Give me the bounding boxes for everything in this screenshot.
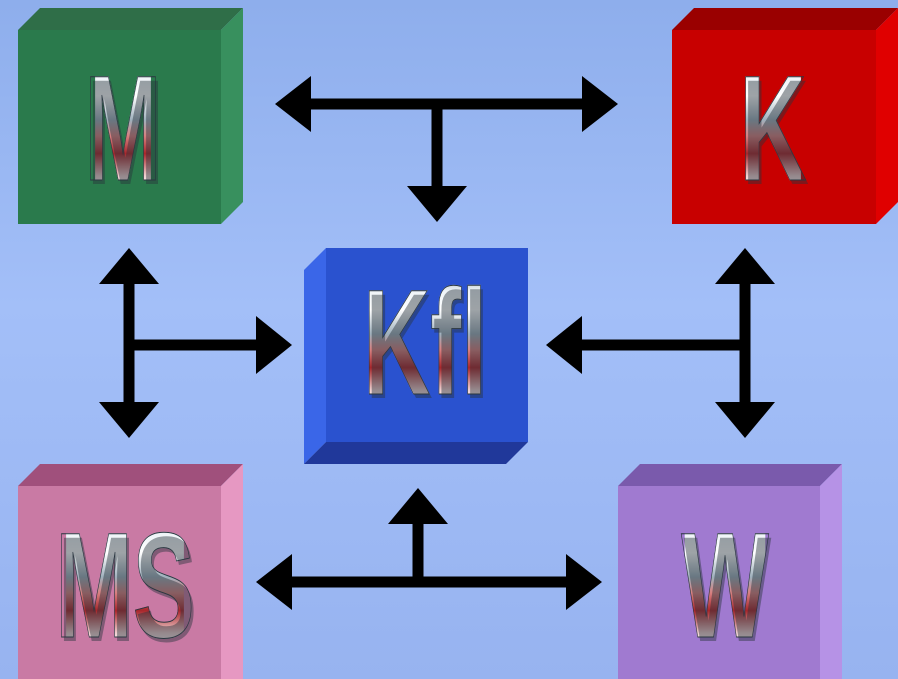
arrowhead-left-to-kfl	[256, 316, 292, 374]
arrowhead-to-k-right	[715, 248, 775, 284]
arrowhead-to-ms	[99, 402, 159, 438]
arrowhead-bottom-to-kfl	[388, 488, 448, 524]
node-box-m	[18, 8, 243, 224]
arrowhead-to-ms-bottom	[256, 554, 292, 610]
node-kfl-front	[326, 248, 528, 442]
node-w-front	[618, 486, 820, 679]
arrowhead-to-w-bottom	[566, 554, 602, 610]
node-box-w	[618, 464, 842, 679]
arrowhead-to-w	[715, 402, 775, 438]
connector-bottom	[256, 488, 602, 610]
node-label-k: K	[739, 44, 807, 212]
node-k-front	[672, 30, 876, 224]
arrowhead-right-to-kfl	[546, 316, 582, 374]
arrowhead-top-to-kfl	[407, 186, 467, 222]
node-m-top	[18, 8, 243, 30]
node-ms-front	[18, 486, 221, 679]
node-kfl-side	[304, 248, 326, 464]
node-w-side	[820, 464, 842, 679]
node-label-w: W	[681, 501, 769, 669]
node-ms-top	[18, 464, 243, 486]
node-m-side	[221, 8, 243, 224]
arrowhead-to-k	[582, 76, 618, 132]
node-m-front	[18, 30, 221, 224]
node-ms-side	[221, 464, 243, 679]
arrowhead-to-m	[275, 76, 311, 132]
connector-top	[275, 76, 618, 222]
node-label-kfl: Kfl	[363, 258, 488, 426]
node-w-top	[618, 464, 842, 486]
arrowhead-to-m-left	[99, 248, 159, 284]
node-k-top	[672, 8, 898, 30]
node-label-ms: MS	[55, 501, 195, 669]
node-k-side	[876, 8, 898, 224]
node-label-m: M	[84, 44, 162, 212]
node-box-k	[672, 8, 898, 224]
node-box-kfl	[304, 248, 528, 464]
node-kfl-bottom	[304, 442, 528, 464]
connector-left	[99, 248, 292, 438]
node-box-ms	[18, 464, 243, 679]
connector-right	[546, 248, 775, 438]
